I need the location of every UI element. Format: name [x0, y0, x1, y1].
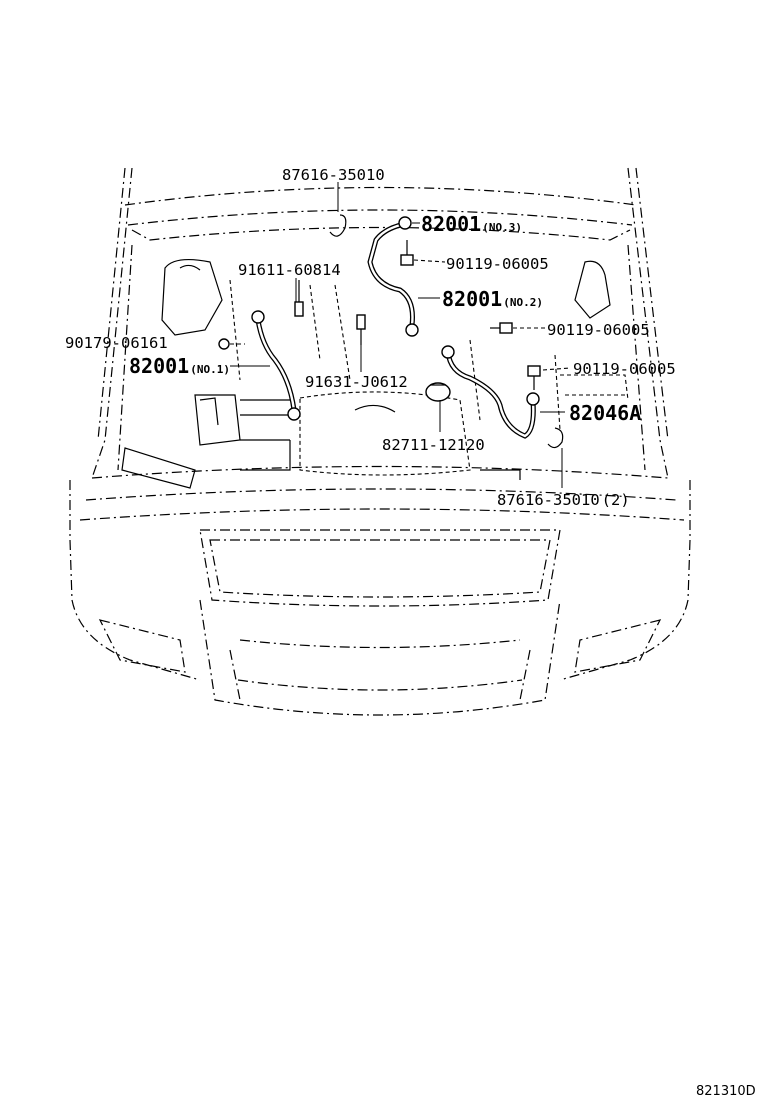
clip-icon: [329, 214, 347, 237]
part-number-label: 91631-J0612: [305, 373, 408, 391]
cable-terminal-icon: [398, 216, 412, 230]
bolt-icon: [490, 322, 513, 334]
part-number-label: 87616-35010(2): [497, 491, 630, 509]
clip-icon: [547, 427, 564, 449]
bolt-icon: [400, 240, 414, 266]
bolt-icon: [356, 314, 366, 345]
vehicle-outline: [69, 167, 691, 716]
fasteners: [218, 214, 564, 449]
part-number-label: 91611-60814: [238, 261, 341, 279]
part-number-label: 82001(NO.2): [442, 287, 543, 311]
cable-terminal-icon: [251, 310, 265, 324]
part-callouts: 87616-35010 82001(NO.3) 90119-06005 9161…: [65, 166, 676, 509]
part-number-label: 82711-12120: [382, 436, 485, 454]
part-number-label: 87616-35010: [282, 166, 385, 184]
leader-lines: [230, 182, 571, 488]
part-number-label: 82001(NO.3): [421, 212, 522, 236]
cable-terminal-icon: [405, 323, 419, 337]
part-number-label: 82046A: [569, 401, 641, 425]
bolt-icon: [294, 280, 304, 317]
cable-terminal-icon: [287, 407, 301, 421]
part-number-label: 82001(NO.1): [129, 354, 230, 378]
part-number-label: 90179-06161: [65, 334, 168, 352]
clamp-icon: [425, 382, 451, 402]
part-number-label: 90119-06005: [446, 255, 549, 273]
cable-terminal-icon: [441, 345, 455, 359]
cable-terminal-icon: [526, 392, 540, 406]
ground-cables: [251, 216, 540, 439]
diagram-id: 821310D: [696, 1084, 756, 1099]
part-number-label: 90119-06005: [573, 360, 676, 378]
part-number-label: 90119-06005: [547, 321, 650, 339]
engine-components: [121, 258, 629, 489]
nut-icon: [218, 338, 230, 350]
bolt-icon: [527, 365, 541, 390]
